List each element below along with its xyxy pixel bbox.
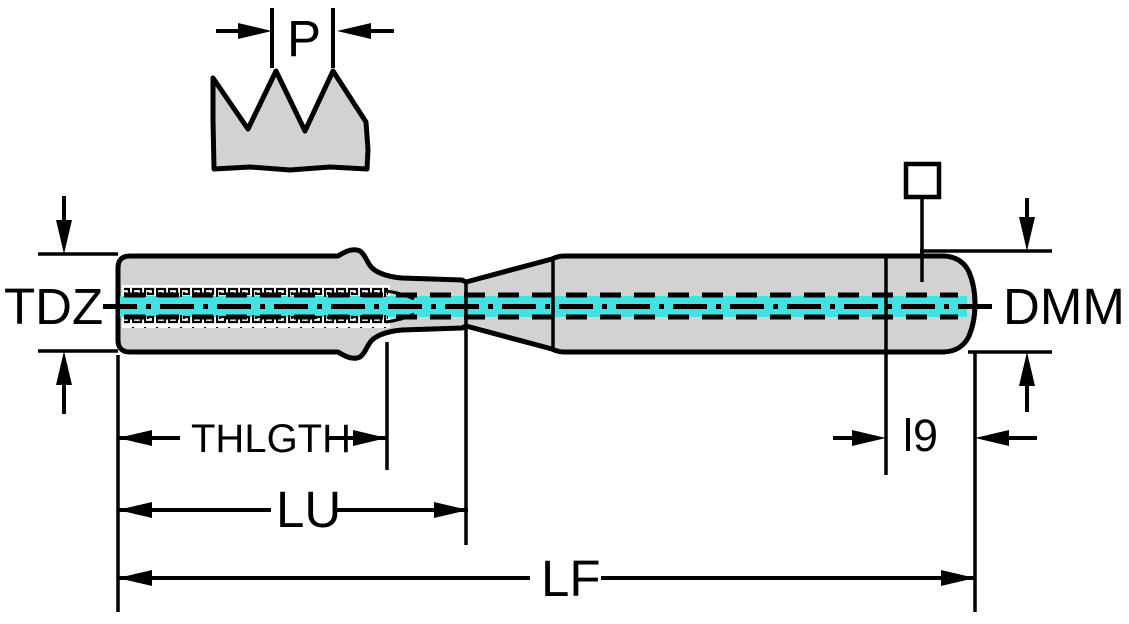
lf-label: LF [541,550,601,607]
square-drive-callout [903,161,942,282]
thlgth-label: THLGTH [191,417,351,461]
thread-profile-shape [210,68,371,173]
lf-dimension: LF [118,550,975,607]
pitch-arrow-left [216,23,272,39]
dmm-arrow-up [1019,352,1035,412]
l9-label: l9 [903,410,938,461]
square-drive-icon [903,161,942,200]
tdz-arrow-up [56,351,72,414]
thread-serration-top [124,285,388,298]
tdz-arrow-down [56,196,72,254]
dmm-dimension: DMM [920,198,1125,412]
coolant-channel-band [120,296,967,317]
lu-dimension: LU [118,481,468,538]
l9-dimension: l9 [833,410,1037,461]
tdz-label: TDZ [4,278,103,335]
thread-profile-detail: P [210,8,394,173]
tap-body [103,247,995,545]
lu-label: LU [276,481,341,538]
pitch-arrow-right [337,23,394,39]
thread-runout-top [385,289,415,301]
dmm-label: DMM [1003,278,1125,335]
thread-serration-bottom [124,315,388,328]
thlgth-dimension: THLGTH [118,417,387,461]
dmm-arrow-down [1019,198,1035,251]
tdz-dimension: TDZ [4,196,118,414]
thread-runout-bottom [385,312,415,324]
pitch-label: P [287,10,321,67]
